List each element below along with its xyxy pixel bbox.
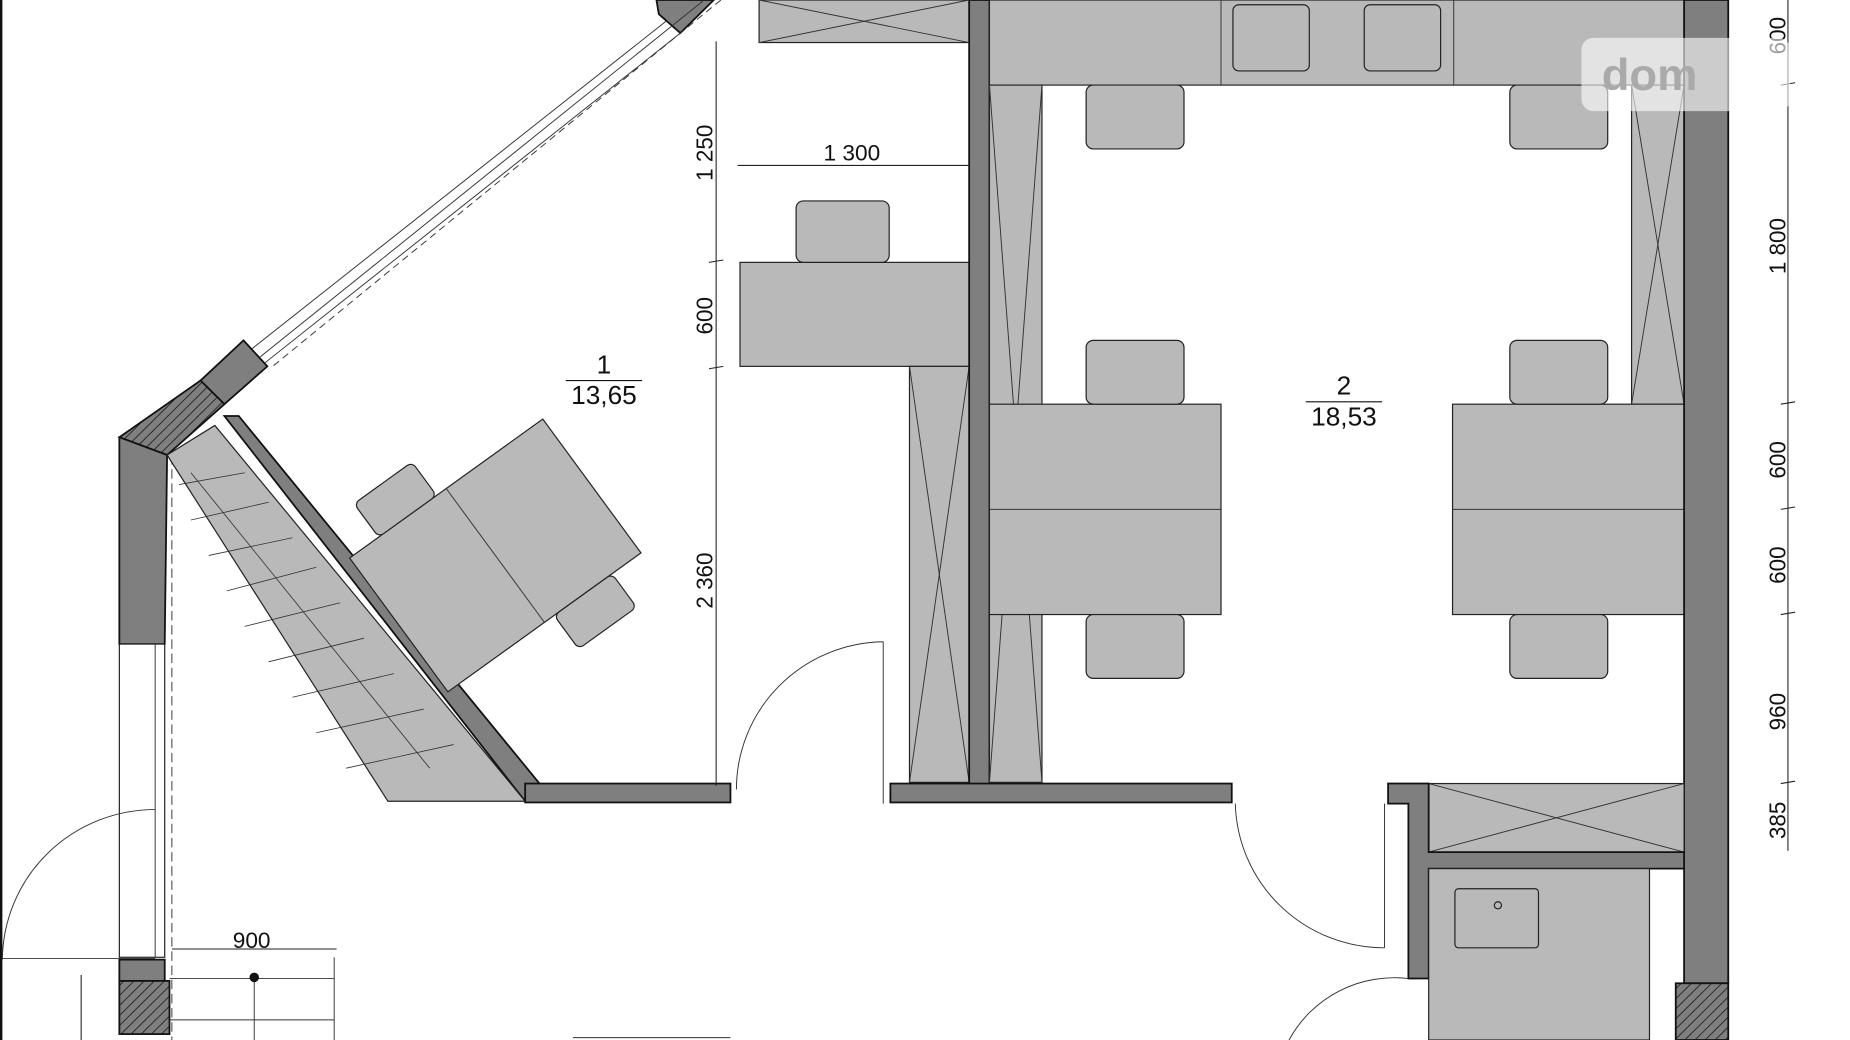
room1-wall-desk [739,261,970,367]
room1-number: 1 [597,350,612,380]
dim-label: 1 800 [1765,218,1790,274]
dim-label: 1 300 [824,141,881,166]
right-outer-wall [1683,0,1730,985]
chair [355,463,435,536]
room2-area: 18,53 [1311,402,1377,432]
room2-bottom-wall [889,782,1233,804]
svg-text:dom: dom [1602,49,1698,100]
dim-label: 600 [1765,441,1790,478]
dim-label: 600 [692,297,717,334]
dim-label: 2 360 [692,552,717,608]
dim-label: 1 250 [692,125,717,181]
chair [1509,339,1609,405]
dimension-lines [171,0,1796,950]
dim-label: 385 [1765,802,1790,839]
door-room1 [735,641,884,790]
chair [1085,84,1185,150]
room1-area: 13,65 [571,380,637,410]
bottom-left-grid [80,957,731,1040]
dim-label: 900 [233,928,271,953]
watermark-logo: dom [1581,37,1791,112]
chair [1085,613,1185,679]
chair [795,200,890,263]
sink [1454,888,1540,949]
room2-top-counter [988,0,1685,86]
chair [1509,613,1609,679]
room1-desk [348,418,642,693]
room1-bottom-wall [524,782,732,804]
dim-label: 600 [1765,546,1790,583]
printer [1232,4,1310,72]
partition-wall [968,0,991,803]
dim-label: 960 [1765,693,1790,730]
chair [555,575,635,648]
chair [1085,339,1185,405]
wardrobe-hangers [178,472,454,769]
door-room2 [1234,803,1385,949]
room2-number: 2 [1337,371,1352,401]
left-wall-lower [1,455,173,1040]
printer [1363,4,1442,72]
